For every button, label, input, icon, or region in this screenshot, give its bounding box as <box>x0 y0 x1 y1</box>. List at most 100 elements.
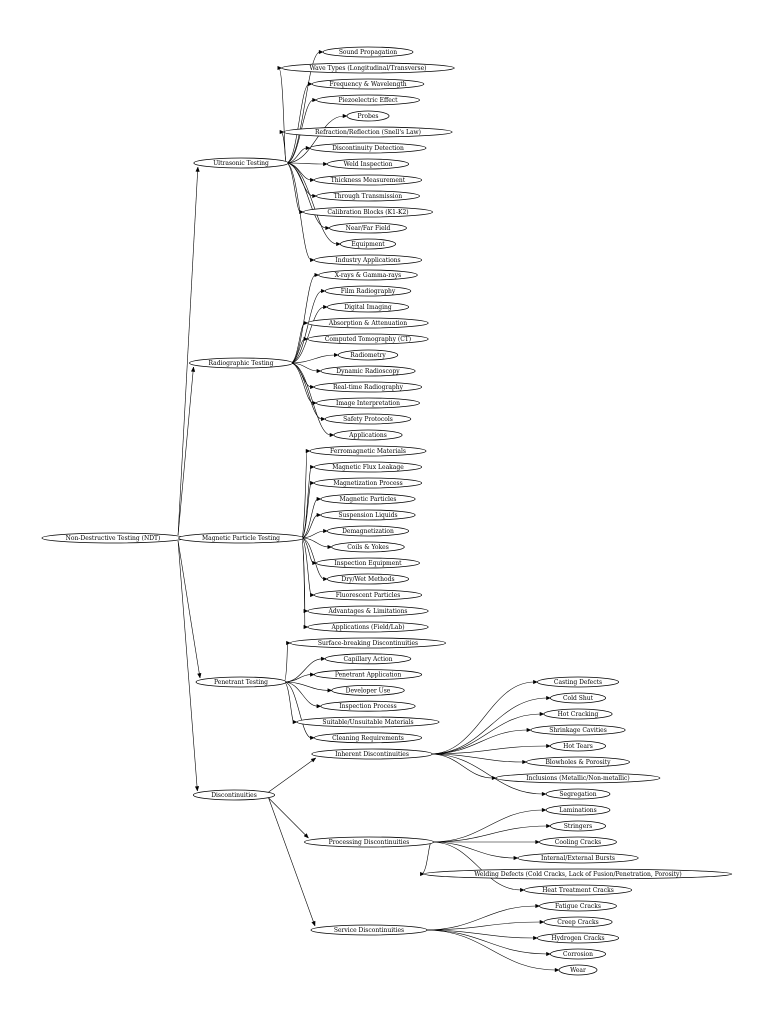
leaf-node-label: Penetrant Application <box>335 672 402 679</box>
node-cold-shut: Cold Shut <box>550 692 606 704</box>
leaf-node-label: Film Radiography <box>341 288 396 295</box>
node-frequency-wavelength: Frequency & Wavelength <box>311 78 425 90</box>
node-image-interpretation: Image Interpretation <box>316 397 420 409</box>
leaf-node-label: Probes <box>358 113 379 120</box>
leaf-node-label: Piezoelectric Effect <box>338 97 398 104</box>
leaf-node-label: Coils & Yokes <box>347 544 389 551</box>
node-applications-field-lab: Applications (Field/Lab) <box>307 621 429 633</box>
edge-processing-discontinuities-to-leaf <box>431 841 522 891</box>
node-computed-tomography-ct: Computed Tomography (CT) <box>307 333 429 345</box>
edge-processing-discontinuities-to-leaf-arrowhead <box>420 871 425 877</box>
edge-magnetic-particle-testing-to-leaf <box>301 537 329 548</box>
edge-service-discontinuities-to-leaf <box>425 921 541 931</box>
edge-penetrant-testing-to-leaf-arrowhead <box>327 688 333 693</box>
node-segregation: Segregation <box>545 788 611 800</box>
leaf-node-label: Magnetic Particles <box>339 496 396 503</box>
node-processing-discontinuities: Processing Discontinuities <box>304 836 434 848</box>
edge-penetrant-testing-to-leaf-arrowhead <box>321 656 326 661</box>
edge-inherent-discontinuities-to-leaf-arrowhead <box>541 791 547 797</box>
node-calibration-blocks-k1-k2: Calibration Blocks (K1-K2) <box>303 206 433 218</box>
leaf-node-shape <box>543 708 613 720</box>
node-laminations: Laminations <box>545 804 611 816</box>
subcategory-node-shape <box>304 836 434 848</box>
leaf-node-label: Welding Defects (Cold Cracks, Lack of Fu… <box>474 871 682 878</box>
edge-radiographic-testing-to-leaf-arrowhead <box>316 368 322 374</box>
edge-penetrant-testing-to-leaf <box>283 658 323 683</box>
leaf-node-shape <box>495 772 661 784</box>
category-node-shape <box>192 789 276 801</box>
edge-magnetic-particle-testing-to-leaf-arrowhead <box>316 512 322 518</box>
category-node-shape <box>178 532 304 544</box>
node-dynamic-radioscopy: Dynamic Radioscopy <box>320 365 416 377</box>
edge-ultrasonic-testing-to-leaf-arrowhead <box>299 209 304 215</box>
edge-radiographic-testing-to-leaf <box>290 362 331 436</box>
leaf-node-shape <box>523 884 633 896</box>
node-inherent-discontinuities: Inherent Discontinuities <box>311 748 433 760</box>
node-stringers: Stringers <box>550 820 606 832</box>
edge-radiographic-testing-to-leaf <box>290 306 325 364</box>
leaf-node-label: Suitable/Unsuitable Materials <box>322 719 413 726</box>
leaf-node-shape <box>313 589 423 601</box>
edge-magnetic-particle-testing-to-leaf <box>301 482 312 539</box>
leaf-node-label: Discontinuity Detection <box>332 145 404 152</box>
edge-root-to-penetrant-testing <box>177 540 201 679</box>
edge-inherent-discontinuities-to-leaf <box>430 753 524 763</box>
edge-radiographic-testing-to-leaf-arrowhead <box>303 320 309 326</box>
edge-service-discontinuities-to-leaf-arrowhead <box>535 903 541 909</box>
edge-radiographic-testing-to-leaf <box>290 362 312 388</box>
edge-ultrasonic-testing-to-leaf <box>286 162 312 261</box>
edge-service-discontinuities-to-leaf-arrowhead <box>533 935 538 941</box>
edge-ultrasonic-testing-to-leaf <box>286 162 338 245</box>
edge-inherent-discontinuities-to-leaf <box>430 697 548 755</box>
leaf-node-shape <box>313 732 423 744</box>
leaf-node-label: Corrosion <box>563 951 593 958</box>
node-heat-treatment-cracks: Heat Treatment Cracks <box>523 884 633 896</box>
category-node-shape <box>193 157 289 169</box>
leaf-node-label: Developer Use <box>346 687 391 694</box>
leaf-node-label: Wear <box>570 967 586 974</box>
edge-ultrasonic-testing-to-leaf-arrowhead <box>279 129 285 135</box>
category-node-shape <box>195 676 287 688</box>
edge-penetrant-testing-to-leaf-arrowhead <box>292 719 298 725</box>
edge-inherent-discontinuities-to-leaf <box>430 713 541 755</box>
edge-ultrasonic-testing-to-leaf <box>278 67 287 164</box>
leaf-node-shape <box>320 365 416 377</box>
edge-ultrasonic-testing-to-leaf-arrowhead <box>342 113 348 119</box>
node-layer: Non-Destructive Testing (NDT)Ultrasonic … <box>41 46 733 976</box>
category-node-label: Penetrant Testing <box>214 679 268 686</box>
leaf-node-label: Equipment <box>351 241 385 248</box>
node-real-time-radiography: Real-time Radiography <box>313 381 423 393</box>
leaf-node-shape <box>307 333 429 345</box>
leaf-node-label: Sound Propagation <box>339 49 397 56</box>
edge-radiographic-testing-to-leaf-arrowhead <box>310 384 315 390</box>
edge-service-discontinuities-to-leaf-arrowhead <box>546 951 551 957</box>
leaf-node-label: Hot Tears <box>563 743 593 750</box>
leaf-node-shape <box>313 254 423 266</box>
edge-magnetic-particle-testing-to-leaf <box>301 537 306 628</box>
node-suspension-liquids: Suspension Liquids <box>320 509 416 521</box>
leaf-node-shape <box>309 445 427 457</box>
edge-service-discontinuities-to-leaf <box>425 929 557 971</box>
leaf-node-label: Fluorescent Particles <box>336 592 401 599</box>
leaf-node-label: Cold Shut <box>563 695 594 702</box>
leaf-node-shape <box>313 477 423 489</box>
edge-magnetic-particle-testing-to-leaf-arrowhead <box>303 624 309 630</box>
node-hot-tears: Hot Tears <box>550 740 606 752</box>
edge-root-to-ultrasonic-testing <box>177 166 199 536</box>
edge-penetrant-testing-to-leaf-arrowhead <box>310 672 315 677</box>
edge-magnetic-particle-testing-to-leaf <box>301 498 319 539</box>
node-digital-imaging: Digital Imaging <box>326 301 410 313</box>
leaf-node-shape <box>346 110 390 122</box>
node-applications: Applications <box>333 429 403 441</box>
node-demagnetization: Demagnetization <box>326 525 410 537</box>
node-magnetic-particle-testing: Magnetic Particle Testing <box>178 532 304 544</box>
edge-penetrant-testing-to-leaf <box>283 681 295 723</box>
leaf-node-label: Demagnetization <box>342 528 394 535</box>
leaf-node-label: Inspection Process <box>339 703 396 710</box>
leaf-node-shape <box>309 142 427 154</box>
category-node-shape <box>189 357 293 369</box>
subcategory-node-label: Service Discontinuities <box>334 927 404 934</box>
edge-processing-discontinuities-to-leaf-arrowhead <box>520 887 525 893</box>
leaf-node-shape <box>331 685 405 696</box>
edge-ultrasonic-testing-to-leaf <box>286 162 314 197</box>
